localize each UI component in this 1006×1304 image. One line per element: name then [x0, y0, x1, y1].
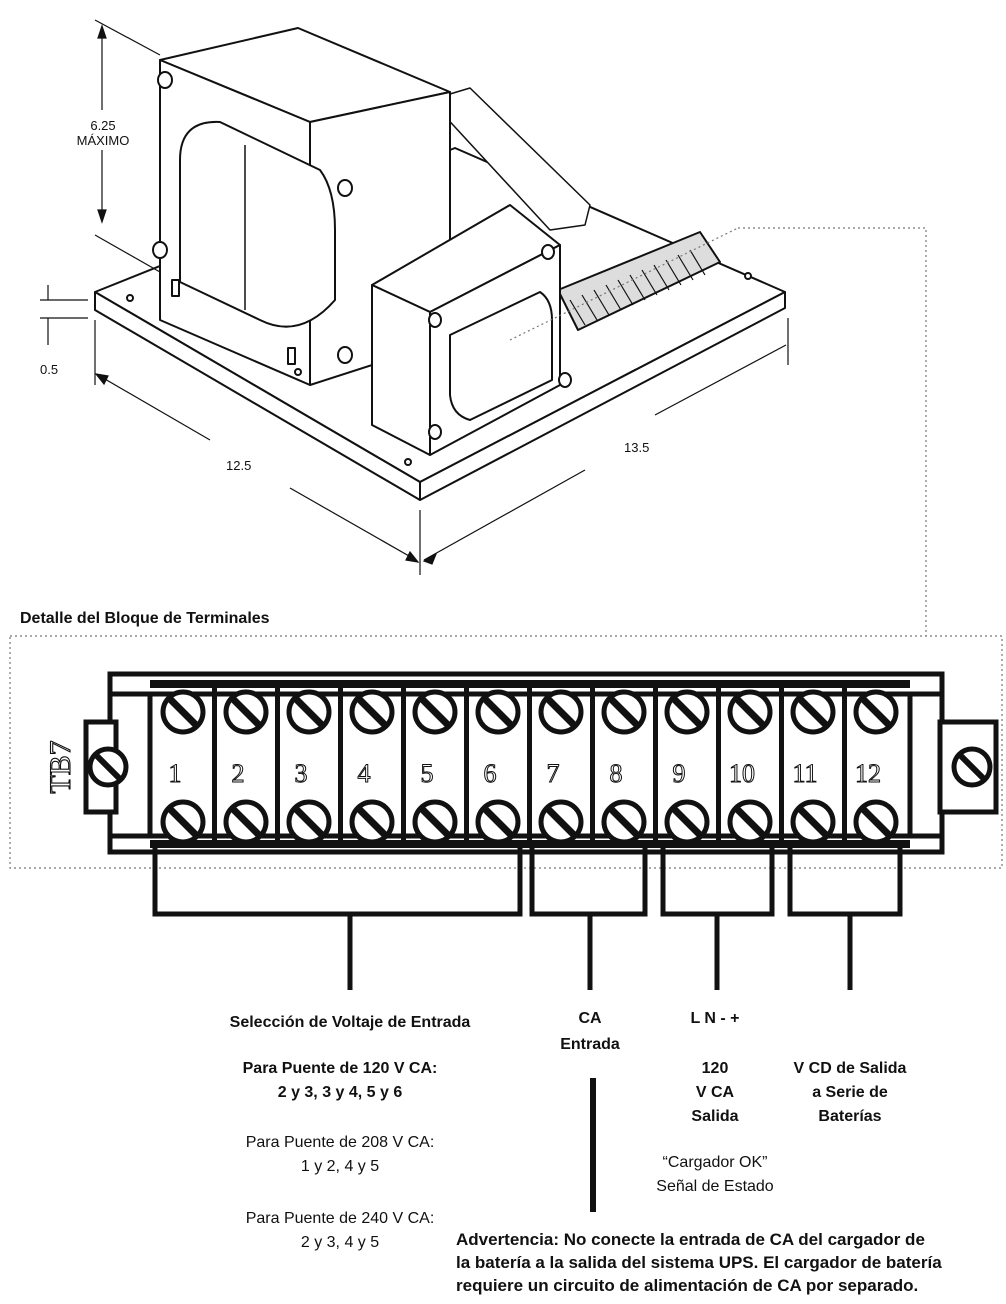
base-thickness-dimension: 0.5: [40, 362, 59, 377]
screw-slot: [230, 806, 262, 838]
small-transformer-coil: [449, 291, 553, 421]
jumper-208-title: Para Puente de 208 V CA:: [245, 1134, 435, 1151]
height-dimension-value: 6.25: [90, 118, 116, 133]
screw-slot: [356, 806, 388, 838]
charger-unit-drawing: [94, 27, 786, 501]
dimension-lines: [40, 19, 789, 575]
screw-slot: [419, 806, 451, 838]
jumper-120-pairs: 2 y 3, 3 y 4, 5 y 6: [277, 1084, 403, 1101]
jumper-240-pairs: 2 y 3, 4 y 5: [300, 1234, 380, 1251]
ac-input-label-1: CA: [578, 1010, 602, 1027]
terminal-number-4: 4: [358, 759, 371, 788]
screw-slot: [797, 696, 829, 728]
screw-slot: [545, 806, 577, 838]
circuit-board: [429, 87, 591, 231]
screw-slot: [167, 696, 199, 728]
screw-slot: [797, 806, 829, 838]
warning-line-2: la batería a la salida del sistema UPS. …: [456, 1253, 942, 1272]
bracket-input-voltage: [152, 845, 523, 917]
terminal-number-9: 9: [673, 759, 686, 788]
screw-slot: [734, 806, 766, 838]
small-transformer-front: [371, 284, 431, 456]
terminal-number-11: 11: [792, 759, 817, 788]
bracket-dc-output: [787, 845, 903, 917]
terminal-number-10: 10: [729, 759, 755, 788]
screw-slot: [293, 806, 325, 838]
terminal-number-3: 3: [295, 759, 308, 788]
bracket-ac-input: [529, 845, 648, 917]
terminal-number-2: 2: [232, 759, 245, 788]
ac-input-label-2: Entrada: [560, 1036, 620, 1053]
terminal-group-brackets: [152, 845, 903, 1212]
screw-slot: [482, 806, 514, 838]
jumper-208-pairs: 1 y 2, 4 y 5: [300, 1158, 380, 1175]
screw-slot: [419, 696, 451, 728]
main-transformer-bolt-low: [152, 241, 168, 259]
depth-dimension: 12.5: [226, 458, 252, 473]
screw-slot: [167, 806, 199, 838]
ac-output-label-3: Salida: [691, 1108, 739, 1125]
screw-slot: [356, 696, 388, 728]
terminal-number-12: 12: [855, 759, 881, 788]
terminal-block-id: TB7: [44, 740, 77, 793]
terminal-number-6: 6: [484, 759, 497, 788]
end-screws: [87, 746, 993, 788]
ac-output-label-1: 120: [701, 1060, 729, 1077]
input-voltage-title: Selección de Voltaje de Entrada: [229, 1014, 471, 1031]
dc-output-label-2: a Serie de: [812, 1084, 888, 1101]
terminal-block: [83, 671, 999, 855]
height-dimension-note: MÁXIMO: [76, 133, 130, 148]
terminal-number-5: 5: [421, 759, 434, 788]
status-signal-label-2: Señal de Estado: [656, 1178, 774, 1195]
dc-output-label-1: V CD de Salida: [793, 1060, 907, 1077]
width-dimension: 13.5: [624, 440, 650, 455]
screw-slot: [293, 696, 325, 728]
detail-callout-frame: [9, 227, 1003, 869]
jumper-120-title: Para Puente de 120 V CA:: [242, 1060, 438, 1077]
terminal-number-7: 7: [547, 759, 560, 788]
screw-slot: [545, 696, 577, 728]
warning-line-3: requiere un circuito de alimentación de …: [456, 1276, 919, 1295]
main-transformer-bolt-top: [157, 71, 173, 89]
warning-line-1: Advertencia: No conecte la entrada de CA…: [456, 1230, 925, 1249]
jumper-240-title: Para Puente de 240 V CA:: [245, 1210, 435, 1227]
screw-slot: [230, 696, 262, 728]
screw-slot: [734, 696, 766, 728]
main-transformer-coil: [179, 120, 336, 328]
screw-slot: [482, 696, 514, 728]
unit-terminal-teeth: [569, 249, 706, 326]
ac-output-polarity: L N - +: [690, 1010, 740, 1027]
status-signal-label-1: “Cargador OK”: [662, 1154, 768, 1171]
screw-slot: [860, 806, 892, 838]
screw-slot: [671, 806, 703, 838]
base-plate-front-right: [419, 291, 786, 501]
screw-slot: [608, 696, 640, 728]
ac-output-label-2: V CA: [695, 1084, 735, 1101]
terminal-screws: [160, 688, 899, 848]
terminal-number-8: 8: [610, 759, 623, 788]
screw-slot: [671, 696, 703, 728]
main-transformer-bolt-base: [337, 346, 353, 364]
detail-title: Detalle del Bloque de Terminales: [20, 610, 270, 627]
warning-text: Advertencia: No conecte la entrada de CA…: [456, 1228, 1006, 1297]
screw-slot: [608, 806, 640, 838]
terminal-number-1: 1: [169, 759, 182, 788]
main-transformer-bolt-mid: [337, 179, 353, 197]
bracket-ac-output: [660, 845, 775, 917]
dc-output-label-3: Baterías: [818, 1108, 882, 1125]
screw-slot: [860, 696, 892, 728]
